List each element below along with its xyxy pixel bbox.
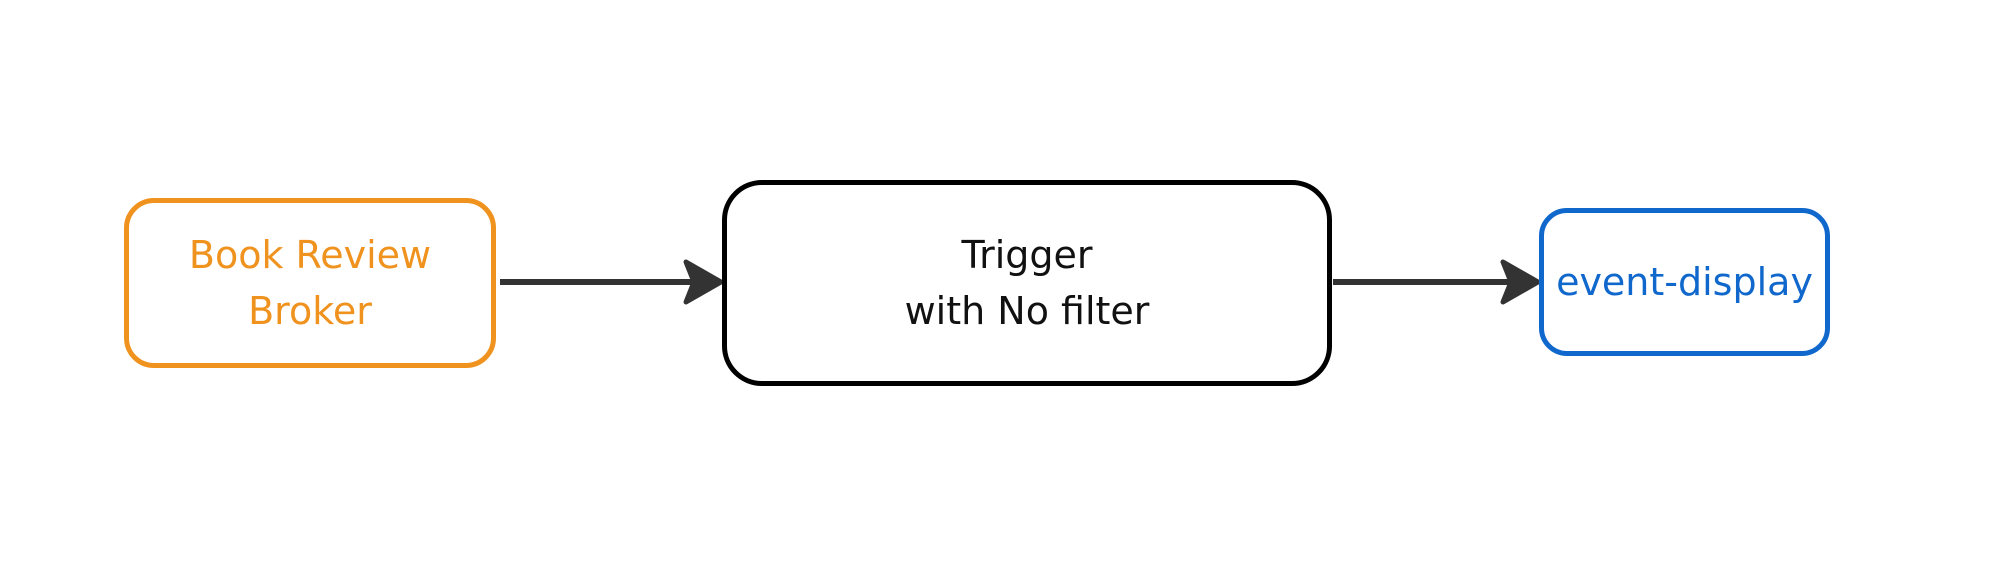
arrowhead-icon <box>1500 259 1541 305</box>
trigger-label-line1: Trigger <box>961 233 1093 277</box>
trigger-label-line2: with No filter <box>904 289 1150 333</box>
arrowhead-icon <box>683 259 724 305</box>
edge-trigger-to-display <box>1333 259 1541 305</box>
broker-node: Book Review Broker <box>124 198 496 368</box>
edge-broker-to-trigger <box>500 259 724 305</box>
broker-label-line1: Book Review <box>188 233 432 277</box>
trigger-node: Trigger with No filter <box>722 180 1332 386</box>
broker-label-line2: Broker <box>248 289 372 333</box>
event-display-label: event-display <box>1556 260 1813 304</box>
event-display-node: event-display <box>1539 208 1830 356</box>
